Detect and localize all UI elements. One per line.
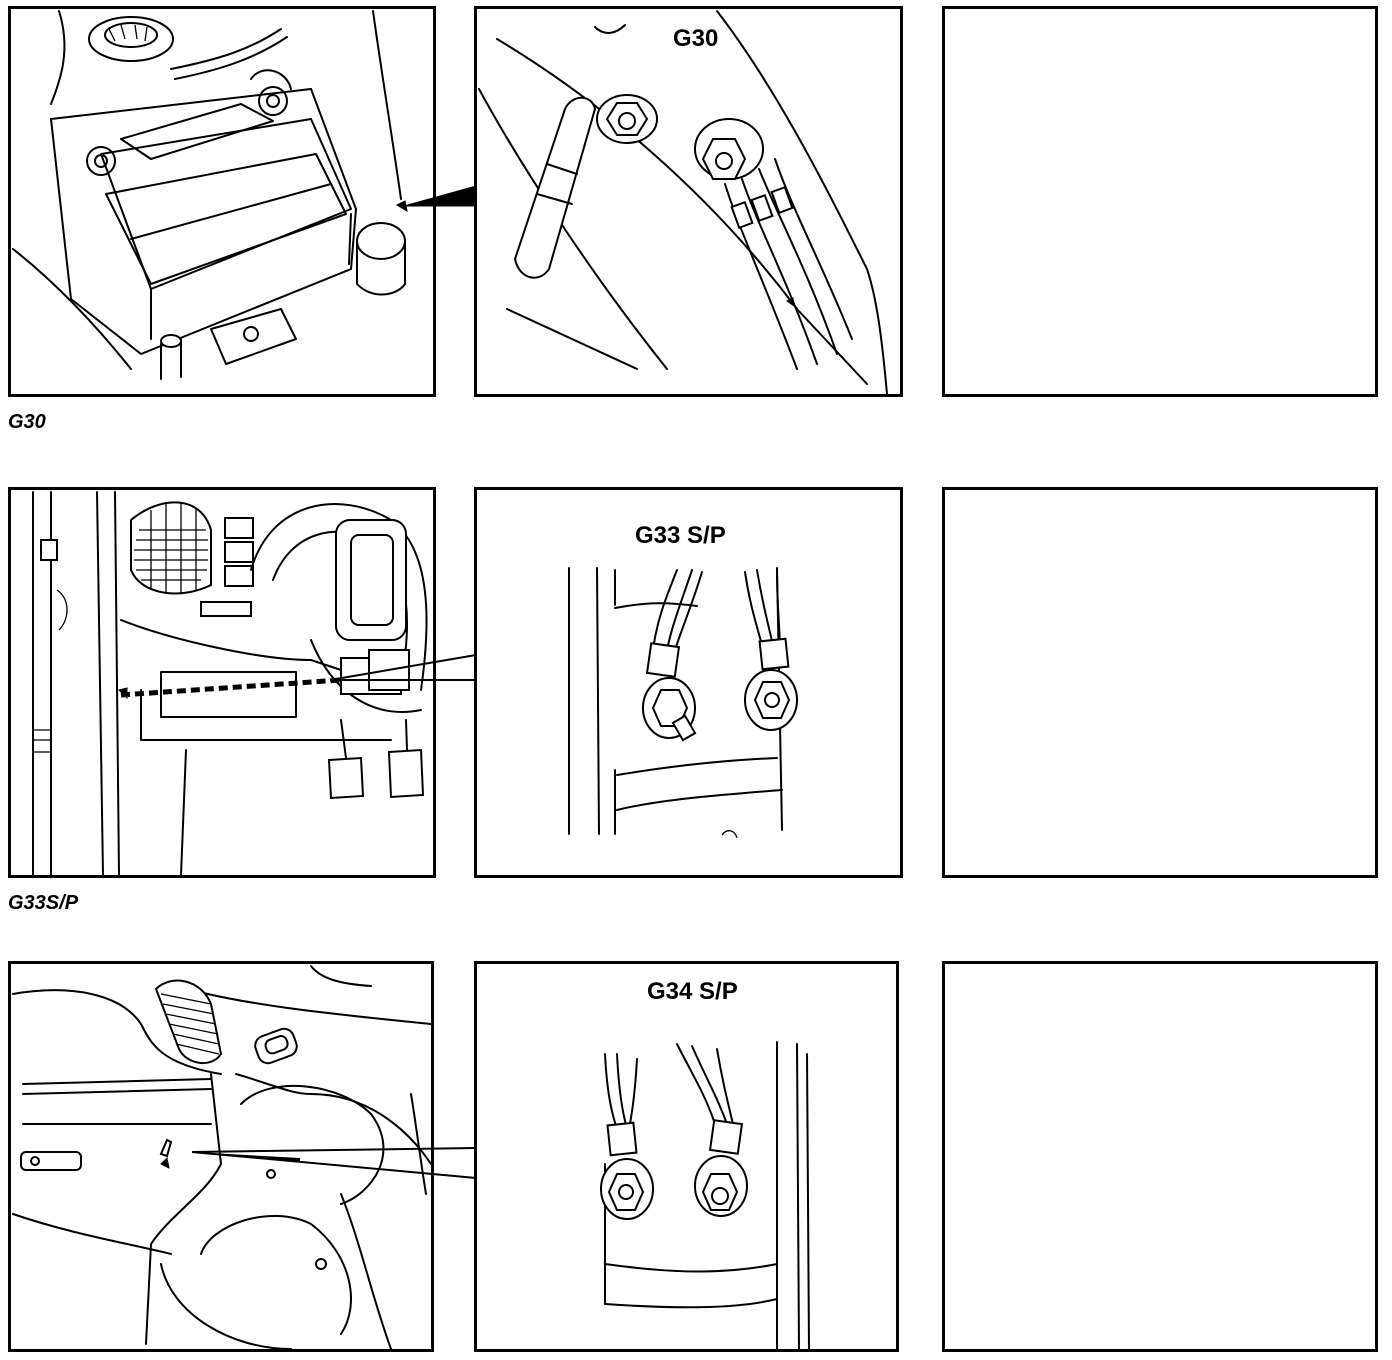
detail-title: G33 S/P: [635, 522, 726, 549]
ground-point-g34-illustration: [600, 1041, 810, 1349]
overview-panel-g33: [8, 487, 436, 878]
dashboard-area-illustration: [32, 491, 428, 875]
detail-panel-g30: G30: [474, 6, 903, 397]
ground-point-g30-illustration: [478, 10, 888, 394]
detail-title: G30: [673, 25, 719, 52]
detail-title: G34 S/P: [647, 978, 738, 1005]
row-caption: G33S/P: [8, 892, 79, 914]
ground-point-g33-illustration: [568, 567, 798, 839]
detail-panel-g33: G33 S/P: [474, 487, 903, 878]
overview-panel-g34: [8, 961, 434, 1352]
blank-panel-1: [942, 6, 1378, 397]
battery-area-illustration: [12, 10, 408, 380]
blank-panel-3: [942, 961, 1378, 1352]
passenger-dash-illustration: [12, 965, 431, 1349]
row-caption: G30: [8, 411, 46, 433]
overview-panel-g30: [8, 6, 436, 397]
blank-panel-2: [942, 487, 1378, 878]
detail-panel-g34: G34 S/P: [474, 961, 899, 1352]
